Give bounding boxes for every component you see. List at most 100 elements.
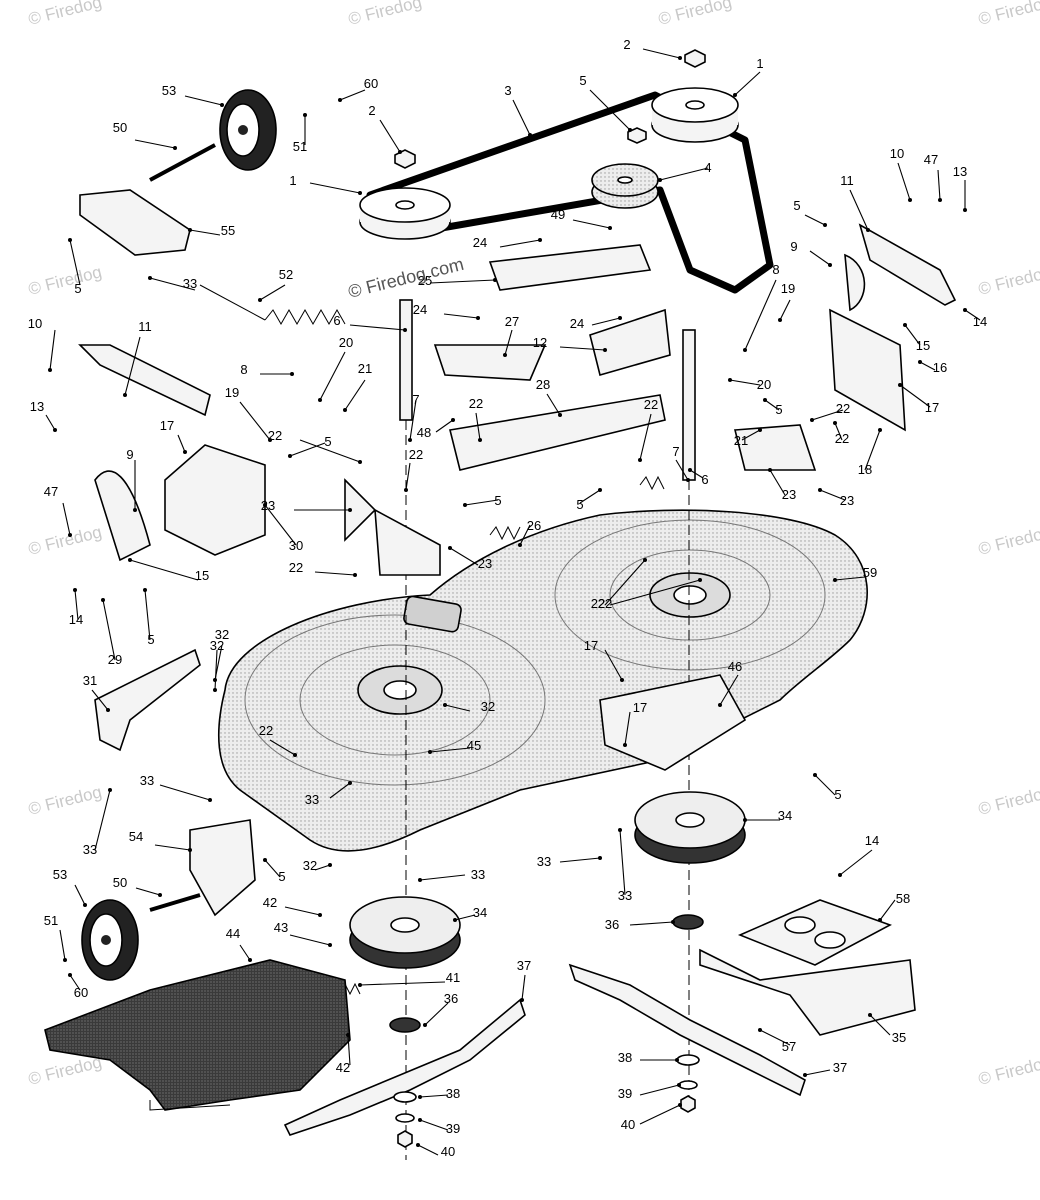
callout-5: 5 xyxy=(793,198,827,227)
callout-arrowhead xyxy=(338,98,342,102)
callout-number: 22 xyxy=(591,596,605,611)
callout-28: 28 xyxy=(536,377,562,417)
watermark-text: © Firedog xyxy=(346,0,423,29)
callout-arrowhead xyxy=(428,750,432,754)
deck-right-chamber xyxy=(554,519,826,671)
callout-number: 21 xyxy=(358,361,372,376)
callout-leader xyxy=(129,559,199,581)
callout-arrowhead xyxy=(453,918,457,922)
callout-leader xyxy=(659,167,709,181)
callout-leader xyxy=(504,329,513,356)
callout-1: 1 xyxy=(733,56,764,97)
callout-arrowhead xyxy=(638,458,642,462)
callout-number: 25 xyxy=(418,273,432,288)
callout-number: 16 xyxy=(933,360,947,375)
callout-24: 24 xyxy=(570,316,622,331)
callout-leader xyxy=(579,489,601,504)
watermark-text: © Firedog xyxy=(26,522,103,559)
callout-33: 33 xyxy=(140,773,212,802)
callout-leader xyxy=(589,89,631,131)
callout-34: 34 xyxy=(743,808,792,823)
callout-number: 7 xyxy=(412,392,419,407)
callout-leader xyxy=(764,399,780,411)
callout-24: 24 xyxy=(413,302,480,320)
callout-leader xyxy=(559,857,601,863)
callout-arrowhead xyxy=(53,428,57,432)
callout-number: 12 xyxy=(533,335,547,350)
callout-arrowhead xyxy=(538,238,542,242)
hardware xyxy=(389,914,704,1148)
callout-arrowhead xyxy=(68,238,72,242)
callout-17: 17 xyxy=(160,418,187,454)
callout-6: 6 xyxy=(333,313,407,332)
callout-leader xyxy=(419,874,466,881)
callout-number: 55 xyxy=(221,223,235,238)
callout-number: 40 xyxy=(441,1144,455,1159)
callout-arrowhead xyxy=(73,588,77,592)
callout-arrowhead xyxy=(403,328,407,332)
callout-11: 11 xyxy=(840,173,870,232)
callout-leader xyxy=(814,774,836,796)
callout-number: 10 xyxy=(890,146,904,161)
callout-arrowhead xyxy=(623,743,627,747)
idler-pulley xyxy=(591,163,659,209)
callout-33: 33 xyxy=(305,781,352,807)
callout-leader xyxy=(919,361,936,371)
callout-24: 24 xyxy=(473,235,542,250)
callout-arrowhead xyxy=(608,226,612,230)
callout-number: 9 xyxy=(126,447,133,462)
link-11-left xyxy=(78,344,211,417)
callout-35: 35 xyxy=(868,1013,906,1045)
callout-arrowhead xyxy=(528,133,532,137)
callout-leader xyxy=(91,689,109,711)
washer-38-left xyxy=(393,1091,417,1103)
callout-number: 38 xyxy=(618,1050,632,1065)
callout-arrowhead xyxy=(677,1083,681,1087)
callout-number: 24 xyxy=(570,316,584,331)
callout-number: 43 xyxy=(274,920,288,935)
callout-number: 23 xyxy=(478,556,492,571)
wheel-53-top xyxy=(219,89,277,171)
callout-number: 2 xyxy=(623,37,630,52)
callout-arrowhead xyxy=(346,1033,350,1037)
callout-arrowhead xyxy=(463,503,467,507)
watermark-text: © Firedog xyxy=(26,262,103,299)
baffle-23-right xyxy=(733,424,817,471)
callout-leader xyxy=(834,422,843,441)
callout-arrowhead xyxy=(348,781,352,785)
callout-22: 22 xyxy=(268,428,362,464)
callout-25: 25 xyxy=(418,273,497,288)
callout-number: 6 xyxy=(333,313,340,328)
callout-1: 1 xyxy=(289,173,362,195)
callout-number: 8 xyxy=(772,262,779,277)
callout-arrowhead xyxy=(903,323,907,327)
callout-number: 14 xyxy=(69,612,83,627)
callout-number: 5 xyxy=(147,632,154,647)
callout-arrowhead xyxy=(963,308,967,312)
callout-number: 40 xyxy=(621,1117,635,1132)
callout-29: 29 xyxy=(101,598,122,667)
callout-number: 33 xyxy=(618,888,632,903)
callout-number: 13 xyxy=(30,399,44,414)
callout-arrowhead xyxy=(358,460,362,464)
adapter-34-right xyxy=(634,791,746,864)
callout-leader xyxy=(359,981,446,986)
callout-number: 15 xyxy=(195,568,209,583)
callout-number: 6 xyxy=(701,472,708,487)
callout-leader xyxy=(759,1029,791,1046)
callout-leader xyxy=(299,439,361,463)
idler-nut xyxy=(627,127,647,144)
callout-number: 11 xyxy=(138,319,152,334)
callout-10: 10 xyxy=(890,146,912,202)
callout-arrowhead xyxy=(188,848,192,852)
callout-number: 22 xyxy=(469,396,483,411)
callout-48: 48 xyxy=(417,418,455,440)
callout-arrowhead xyxy=(416,1143,420,1147)
callout-leader xyxy=(314,571,356,576)
washer-38-right xyxy=(676,1054,700,1066)
callout-leader xyxy=(689,469,704,479)
callout-leader xyxy=(349,324,406,331)
callout-arrowhead xyxy=(686,478,690,482)
callout-22: 22 xyxy=(833,421,849,446)
callout-leader xyxy=(629,921,674,926)
